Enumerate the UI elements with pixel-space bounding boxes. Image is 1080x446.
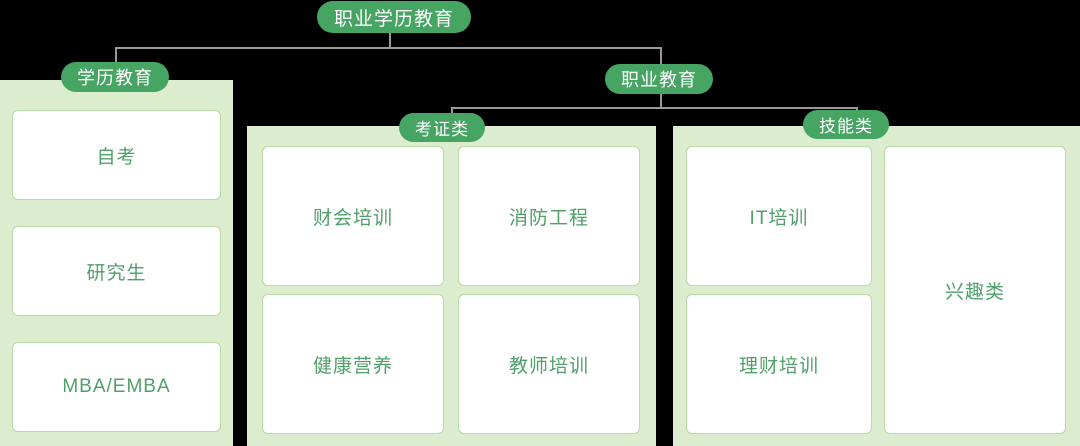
node-root[interactable]: 职业学历教育 <box>317 1 472 33</box>
card-zikao[interactable]: 自考 <box>12 110 221 200</box>
node-jineng-lei-label: 技能类 <box>819 117 873 136</box>
node-zhiye-jiaoyu[interactable]: 职业教育 <box>605 64 713 94</box>
node-kaozheng-lei[interactable]: 考证类 <box>399 113 485 142</box>
card-mba-emba-label: MBA/EMBA <box>62 376 171 397</box>
card-caikuai-peixun-label: 财会培训 <box>312 207 393 229</box>
card-zikao-label: 自考 <box>96 146 137 168</box>
node-root-label: 职业学历教育 <box>334 8 455 30</box>
card-yanjiusheng[interactable]: 研究生 <box>12 226 221 316</box>
card-it-peixun-label: IT培训 <box>749 207 809 229</box>
card-licai-peixun-label: 理财培训 <box>738 355 819 377</box>
node-zhiye-jiaoyu-label: 职业教育 <box>621 70 697 90</box>
card-jiaoshi-peixun[interactable]: 教师培训 <box>458 294 640 434</box>
card-jiankang-yingyang[interactable]: 健康营养 <box>262 294 444 434</box>
node-jineng-lei[interactable]: 技能类 <box>803 110 889 139</box>
card-jiankang-yingyang-label: 健康营养 <box>312 355 393 377</box>
card-xingqu-lei[interactable]: 兴趣类 <box>884 146 1066 434</box>
connector-level2-bus <box>115 47 662 49</box>
card-licai-peixun[interactable]: 理财培训 <box>686 294 872 434</box>
card-yanjiusheng-label: 研究生 <box>86 262 147 284</box>
card-mba-emba[interactable]: MBA/EMBA <box>12 342 221 432</box>
card-caikuai-peixun[interactable]: 财会培训 <box>262 146 444 286</box>
connector-to-zhiye <box>660 47 662 64</box>
connector-zhiye-stem <box>660 94 662 108</box>
connector-to-xueli <box>115 47 117 64</box>
card-xiaofang-gongcheng[interactable]: 消防工程 <box>458 146 640 286</box>
connector-level3-bus <box>451 107 857 109</box>
card-xingqu-lei-label: 兴趣类 <box>944 281 1005 303</box>
card-jiaoshi-peixun-label: 教师培训 <box>508 355 589 377</box>
card-xiaofang-gongcheng-label: 消防工程 <box>508 207 589 229</box>
connector-root-stem <box>389 32 391 48</box>
card-it-peixun[interactable]: IT培训 <box>686 146 872 286</box>
node-xueli-jiaoyu[interactable]: 学历教育 <box>61 62 169 92</box>
node-xueli-jiaoyu-label: 学历教育 <box>77 68 153 88</box>
node-kaozheng-lei-label: 考证类 <box>415 120 469 139</box>
